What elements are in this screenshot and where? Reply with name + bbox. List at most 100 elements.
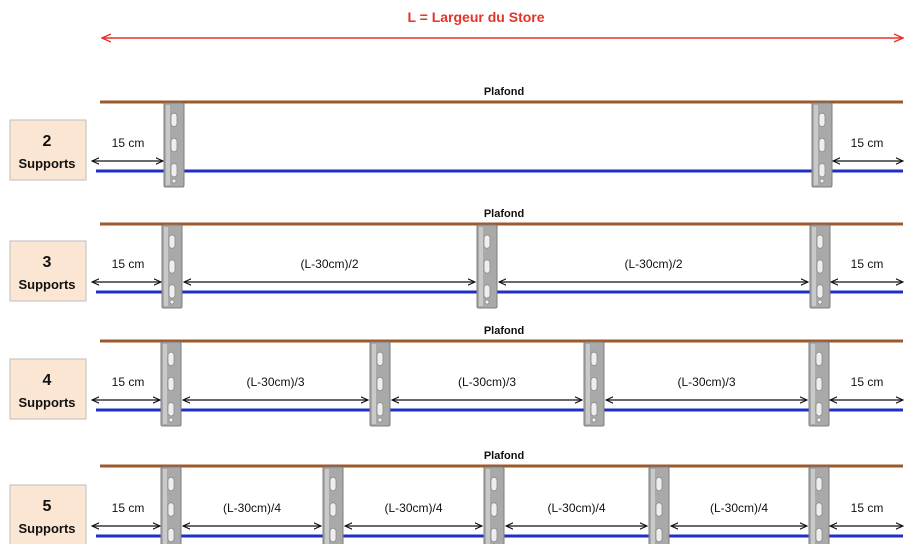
support-bracket [583, 341, 605, 427]
bracket-highlight [486, 469, 490, 544]
bracket-slot [170, 112, 178, 127]
bracket-slot [167, 476, 175, 492]
bracket-slot [490, 476, 498, 492]
bracket-slot [376, 402, 384, 417]
support-bracket [369, 341, 391, 427]
bracket-slot [483, 259, 491, 274]
support-bracket [476, 224, 498, 309]
bracket-screw [171, 178, 177, 184]
bracket-highlight [164, 227, 168, 306]
bracket-slot [329, 476, 337, 492]
edge-left-label: 15 cm [112, 375, 145, 389]
bracket-screw [817, 299, 823, 305]
bracket-slot [329, 527, 337, 543]
support-bracket [808, 466, 830, 544]
support-bracket [161, 224, 183, 309]
support-count-background [9, 484, 87, 544]
bracket-slot [816, 284, 824, 299]
bracket-slot [167, 351, 175, 366]
support-bracket [808, 341, 830, 427]
support-count-label: Supports [18, 277, 75, 292]
bracket-screw [377, 417, 383, 423]
bracket-highlight [651, 469, 655, 544]
ceiling-label: Plafond [484, 450, 524, 462]
ceiling-label: Plafond [484, 86, 524, 98]
bracket-highlight [163, 469, 167, 544]
gap-label: (L-30cm)/3 [246, 375, 304, 389]
support-bracket [160, 466, 182, 544]
bracket-highlight [163, 344, 167, 424]
bracket-slot [168, 259, 176, 274]
gap-label: (L-30cm)/2 [624, 257, 682, 271]
support-count-label: Supports [18, 521, 75, 536]
edge-left-label: 15 cm [112, 257, 145, 271]
ceiling-label: Plafond [484, 325, 524, 337]
support-bracket [811, 102, 833, 188]
support-bracket [322, 466, 344, 544]
support-bracket [648, 466, 670, 544]
bracket-highlight [372, 344, 376, 424]
support-bracket [160, 341, 182, 427]
bracket-slot [167, 376, 175, 392]
support-count-number: 4 [43, 372, 52, 389]
bracket-slot [168, 234, 176, 249]
bracket-slot [170, 163, 178, 178]
bracket-slot [815, 351, 823, 366]
bracket-slot [655, 527, 663, 543]
width-header: L = Largeur du Store [102, 9, 903, 38]
bracket-slot [483, 234, 491, 249]
bracket-slot [590, 402, 598, 417]
bracket-slot [815, 502, 823, 517]
support-bracket [483, 466, 505, 544]
bracket-screw [819, 178, 825, 184]
ceiling-label: Plafond [484, 208, 524, 220]
support-count-label: Supports [18, 395, 75, 410]
bracket-slot [167, 527, 175, 543]
bracket-slot [490, 502, 498, 517]
gap-label: (L-30cm)/3 [458, 375, 516, 389]
bracket-slot [816, 234, 824, 249]
bracket-highlight [479, 227, 483, 306]
gap-label: (L-30cm)/3 [677, 375, 735, 389]
bracket-slot [590, 351, 598, 366]
bracket-screw [484, 299, 490, 305]
bracket-highlight [811, 344, 815, 424]
bracket-slot [167, 502, 175, 517]
support-count-number: 5 [43, 498, 52, 515]
bracket-slot [655, 502, 663, 517]
edge-right-label: 15 cm [851, 375, 884, 389]
bracket-highlight [325, 469, 329, 544]
bracket-highlight [166, 105, 170, 185]
bracket-slot [376, 351, 384, 366]
support-count-background [9, 240, 87, 302]
bracket-highlight [811, 469, 815, 544]
support-count-number: 2 [43, 133, 52, 150]
bracket-slot [815, 476, 823, 492]
bracket-slot [483, 284, 491, 299]
support-count-label: Supports [18, 156, 75, 171]
gap-label: (L-30cm)/4 [710, 501, 768, 515]
store-width-label: L = Largeur du Store [407, 9, 544, 25]
bracket-screw [169, 299, 175, 305]
gap-label: (L-30cm)/4 [547, 501, 605, 515]
bracket-slot [815, 402, 823, 417]
bracket-slot [490, 527, 498, 543]
edge-left-label: 15 cm [112, 136, 145, 150]
bracket-highlight [812, 227, 816, 306]
bracket-slot [329, 502, 337, 517]
bracket-highlight [586, 344, 590, 424]
bracket-slot [168, 284, 176, 299]
gap-label: (L-30cm)/2 [300, 257, 358, 271]
bracket-slot [818, 112, 826, 127]
bracket-slot [816, 259, 824, 274]
bracket-screw [816, 417, 822, 423]
support-bracket [163, 102, 185, 188]
